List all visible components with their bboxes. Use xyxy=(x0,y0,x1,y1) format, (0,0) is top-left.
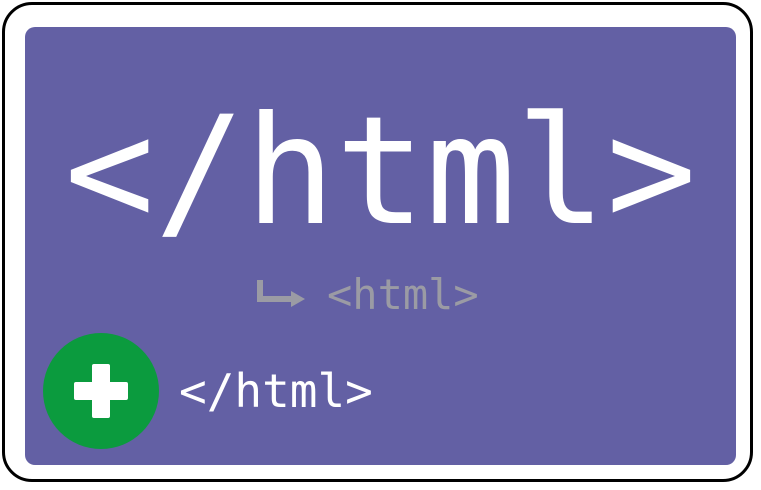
add-row: </html> xyxy=(43,333,373,449)
plus-icon[interactable] xyxy=(43,333,159,449)
headline-tag: </html> xyxy=(64,85,697,259)
redirect-tag-text: <html> xyxy=(327,270,479,319)
return-arrow-icon xyxy=(257,280,305,307)
redirect-row: <html> xyxy=(253,268,479,322)
add-tag-text: </html> xyxy=(179,364,373,418)
